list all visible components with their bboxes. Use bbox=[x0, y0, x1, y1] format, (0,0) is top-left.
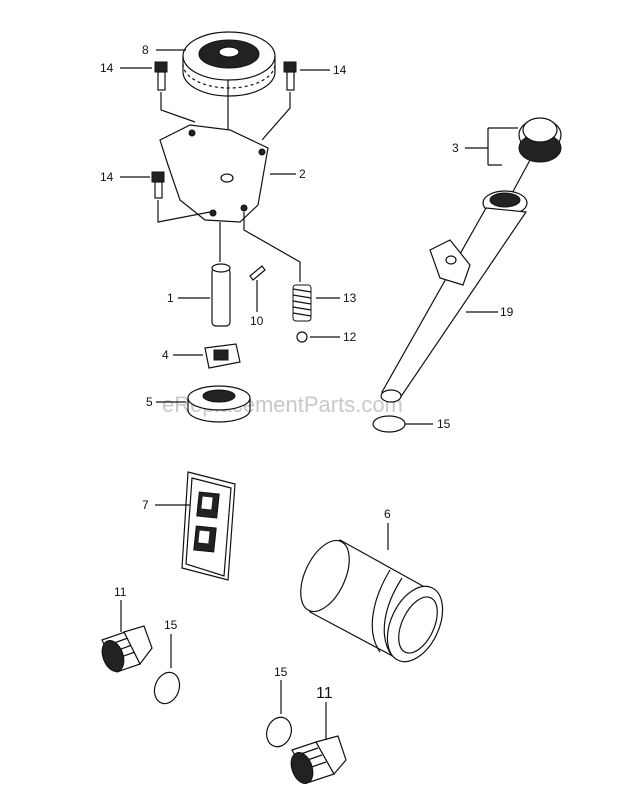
label-part-11-left: 11 bbox=[114, 585, 127, 599]
label-part-7: 7 bbox=[142, 498, 149, 512]
label-part-14-top-right: 14 bbox=[333, 63, 347, 77]
inner-rotor[interactable] bbox=[204, 343, 241, 369]
oil-filter[interactable] bbox=[291, 533, 454, 670]
label-part-2: 2 bbox=[299, 167, 306, 181]
label-part-15-tube: 15 bbox=[437, 417, 451, 431]
label-part-19: 19 bbox=[500, 305, 514, 319]
label-leaders bbox=[120, 49, 518, 550]
leader-bolt-mid bbox=[157, 200, 211, 223]
label-part-15-right: 15 bbox=[274, 665, 288, 679]
outer-rotor[interactable] bbox=[187, 385, 251, 423]
leader-bolt-left bbox=[160, 92, 196, 123]
dipstick-cap[interactable] bbox=[518, 117, 562, 163]
drain-plug-right[interactable] bbox=[287, 735, 347, 786]
leader-spring bbox=[243, 212, 301, 282]
label-part-13: 13 bbox=[343, 291, 357, 305]
bolt-top-left[interactable] bbox=[154, 61, 168, 91]
o-ring-tube[interactable] bbox=[372, 415, 406, 433]
label-part-14-top-left: 14 bbox=[100, 61, 114, 75]
leader-bolt-right bbox=[261, 92, 291, 141]
check-ball[interactable] bbox=[296, 331, 308, 343]
label-part-4: 4 bbox=[162, 348, 169, 362]
label-part-5: 5 bbox=[146, 395, 153, 409]
relief-spring[interactable] bbox=[292, 284, 312, 322]
oil-pump-gear[interactable] bbox=[182, 31, 276, 97]
pump-shaft[interactable] bbox=[211, 263, 231, 327]
label-part-15-left: 15 bbox=[164, 618, 178, 632]
label-part-6: 6 bbox=[384, 507, 391, 521]
label-part-8: 8 bbox=[142, 43, 149, 57]
o-ring-right[interactable] bbox=[263, 714, 296, 750]
drain-plug-left[interactable] bbox=[98, 625, 153, 674]
bolt-mid-left[interactable] bbox=[151, 171, 165, 199]
label-part-11-right: 11 bbox=[316, 685, 333, 702]
bolt-top-right[interactable] bbox=[283, 61, 297, 91]
pin[interactable] bbox=[249, 265, 266, 281]
oil-strainer[interactable] bbox=[181, 471, 236, 581]
label-part-3: 3 bbox=[452, 141, 459, 155]
pump-cover-plate[interactable] bbox=[159, 124, 269, 223]
label-part-12: 12 bbox=[343, 330, 357, 344]
oil-fill-tube[interactable] bbox=[380, 190, 528, 403]
label-part-14-mid: 14 bbox=[100, 170, 114, 184]
label-part-10: 10 bbox=[250, 314, 264, 328]
label-part-1: 1 bbox=[167, 291, 174, 305]
o-ring-left[interactable] bbox=[150, 669, 183, 707]
